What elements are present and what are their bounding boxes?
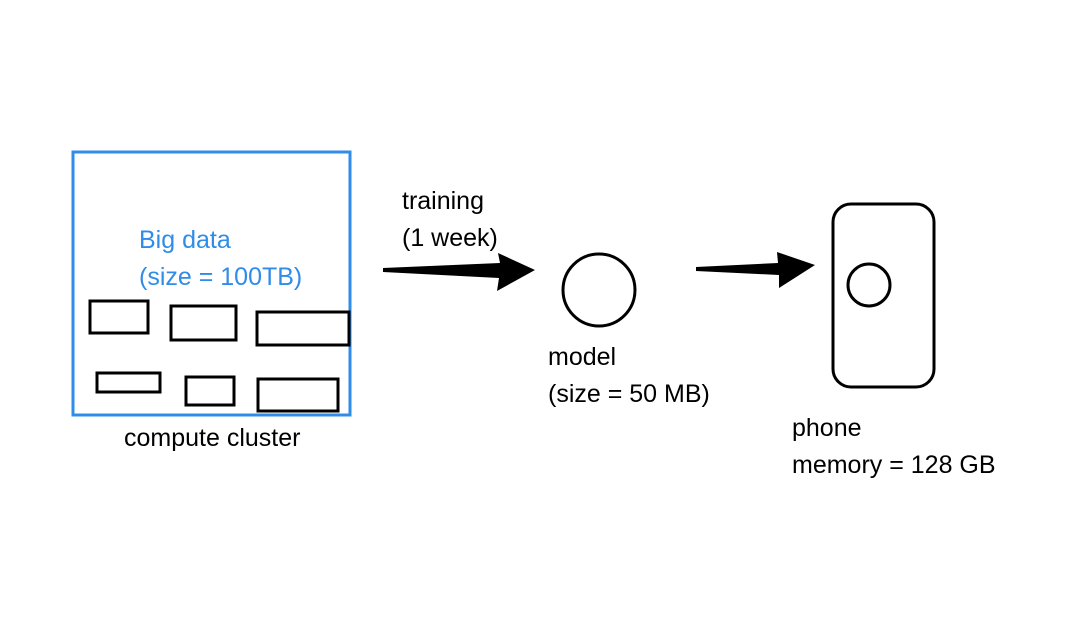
compute-cluster-box [71,150,352,417]
model-node [561,252,637,328]
phone-device [831,202,936,389]
server-block [95,371,162,394]
phone-label: phone memory = 128 GB [792,410,996,484]
phone-title: phone [792,414,862,442]
training-label: training (1 week) [402,183,498,257]
phone-memory: memory = 128 GB [792,451,996,479]
training-title: training [402,187,484,215]
server-block [169,304,238,342]
server-block [256,377,340,413]
training-duration: (1 week) [402,224,498,252]
model-size: (size = 50 MB) [548,380,710,408]
compute-cluster-caption: compute cluster [124,424,301,452]
deploy-arrow [696,252,815,288]
server-block [88,299,150,335]
big-data-label: Big data (size = 100TB) [139,222,302,296]
server-block [184,375,236,407]
big-data-size: (size = 100TB) [139,263,303,291]
phone-model-node [846,262,892,308]
server-blocks [88,299,351,413]
training-arrow [383,253,535,291]
big-data-title: Big data [139,226,231,254]
model-label: model (size = 50 MB) [548,339,710,413]
model-title: model [548,343,617,371]
server-block [255,310,351,347]
